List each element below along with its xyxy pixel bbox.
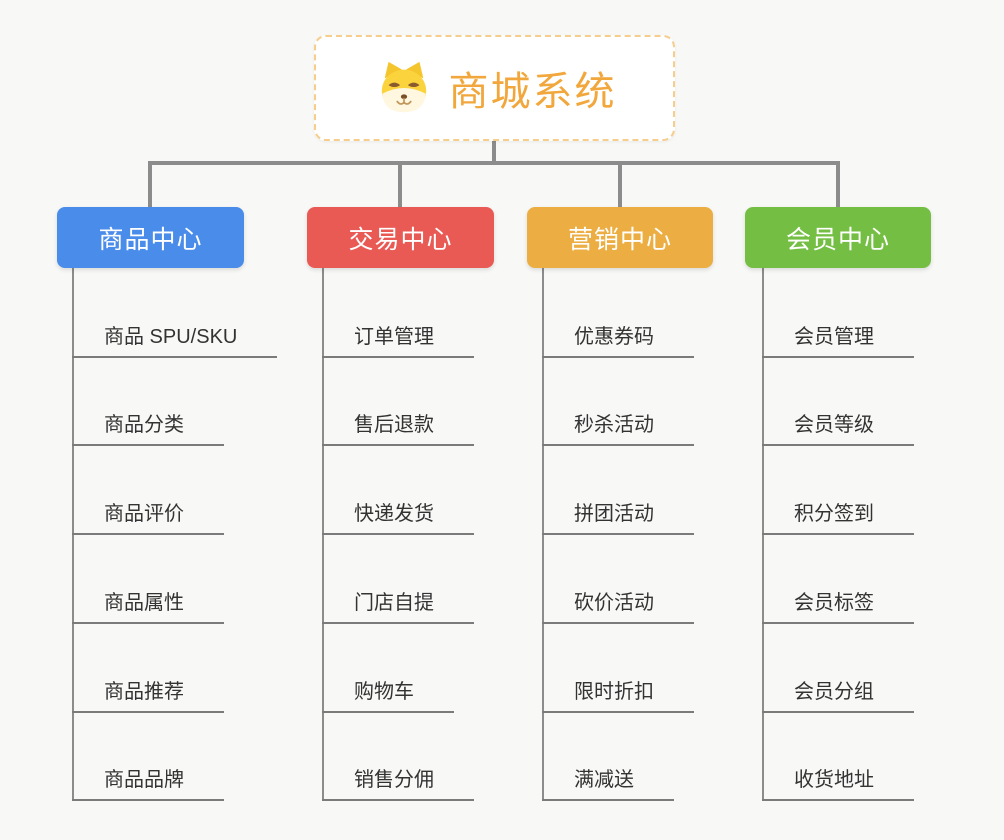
connector-root-drop — [492, 141, 496, 163]
leaf-topic[interactable]: 快递发货 — [322, 503, 474, 535]
connector-drop-member — [836, 161, 840, 209]
leaf-topic[interactable]: 商品分类 — [72, 414, 224, 446]
leaf-topic[interactable]: 商品推荐 — [72, 681, 224, 713]
branch-label: 交易中心 — [348, 225, 453, 254]
branch-node-member-center[interactable]: 会员中心 — [745, 207, 931, 268]
leaf-topic[interactable]: 会员管理 — [762, 326, 914, 358]
branch-node-product-center[interactable]: 商品中心 — [57, 207, 244, 268]
branch-label: 会员中心 — [785, 225, 890, 254]
leaf-topic[interactable]: 会员等级 — [762, 414, 914, 446]
branch-label: 商品中心 — [98, 225, 203, 254]
leaf-topic[interactable]: 优惠券码 — [542, 326, 694, 358]
connector-drop-trade — [398, 161, 402, 209]
leaf-topic[interactable]: 售后退款 — [322, 414, 474, 446]
leaf-topic[interactable]: 订单管理 — [322, 326, 474, 358]
branch-node-marketing-center[interactable]: 营销中心 — [527, 207, 713, 268]
leaf-topic[interactable]: 秒杀活动 — [542, 414, 694, 446]
leaf-topic[interactable]: 会员分组 — [762, 681, 914, 713]
branch-label: 营销中心 — [567, 225, 672, 254]
leaf-topic[interactable]: 销售分佣 — [322, 769, 474, 801]
leaf-topic[interactable]: 拼团活动 — [542, 503, 694, 535]
leaf-topic[interactable]: 砍价活动 — [542, 592, 694, 624]
leaf-topic[interactable]: 会员标签 — [762, 592, 914, 624]
connector-horizontal-bar — [148, 161, 840, 165]
connector-drop-marketing — [618, 161, 622, 209]
leaf-topic[interactable]: 限时折扣 — [542, 681, 694, 713]
root-node[interactable]: 商城系统 — [314, 35, 675, 141]
root-title: 商城系统 — [448, 70, 617, 114]
leaf-topic[interactable]: 门店自提 — [322, 592, 474, 624]
shiba-dog-icon — [381, 61, 426, 113]
leaf-topic[interactable]: 商品属性 — [72, 592, 224, 624]
leaf-topic[interactable]: 购物车 — [322, 681, 454, 713]
leaf-topic[interactable]: 满减送 — [542, 769, 674, 801]
connector-drop-product — [148, 161, 152, 209]
leaf-topic[interactable]: 商品评价 — [72, 503, 224, 535]
branch-node-trade-center[interactable]: 交易中心 — [307, 207, 494, 268]
leaf-topic[interactable]: 商品品牌 — [72, 769, 224, 801]
leaf-topic[interactable]: 积分签到 — [762, 503, 914, 535]
leaf-topic[interactable]: 收货地址 — [762, 769, 914, 801]
leaf-topic[interactable]: 商品 SPU/SKU — [72, 326, 278, 358]
